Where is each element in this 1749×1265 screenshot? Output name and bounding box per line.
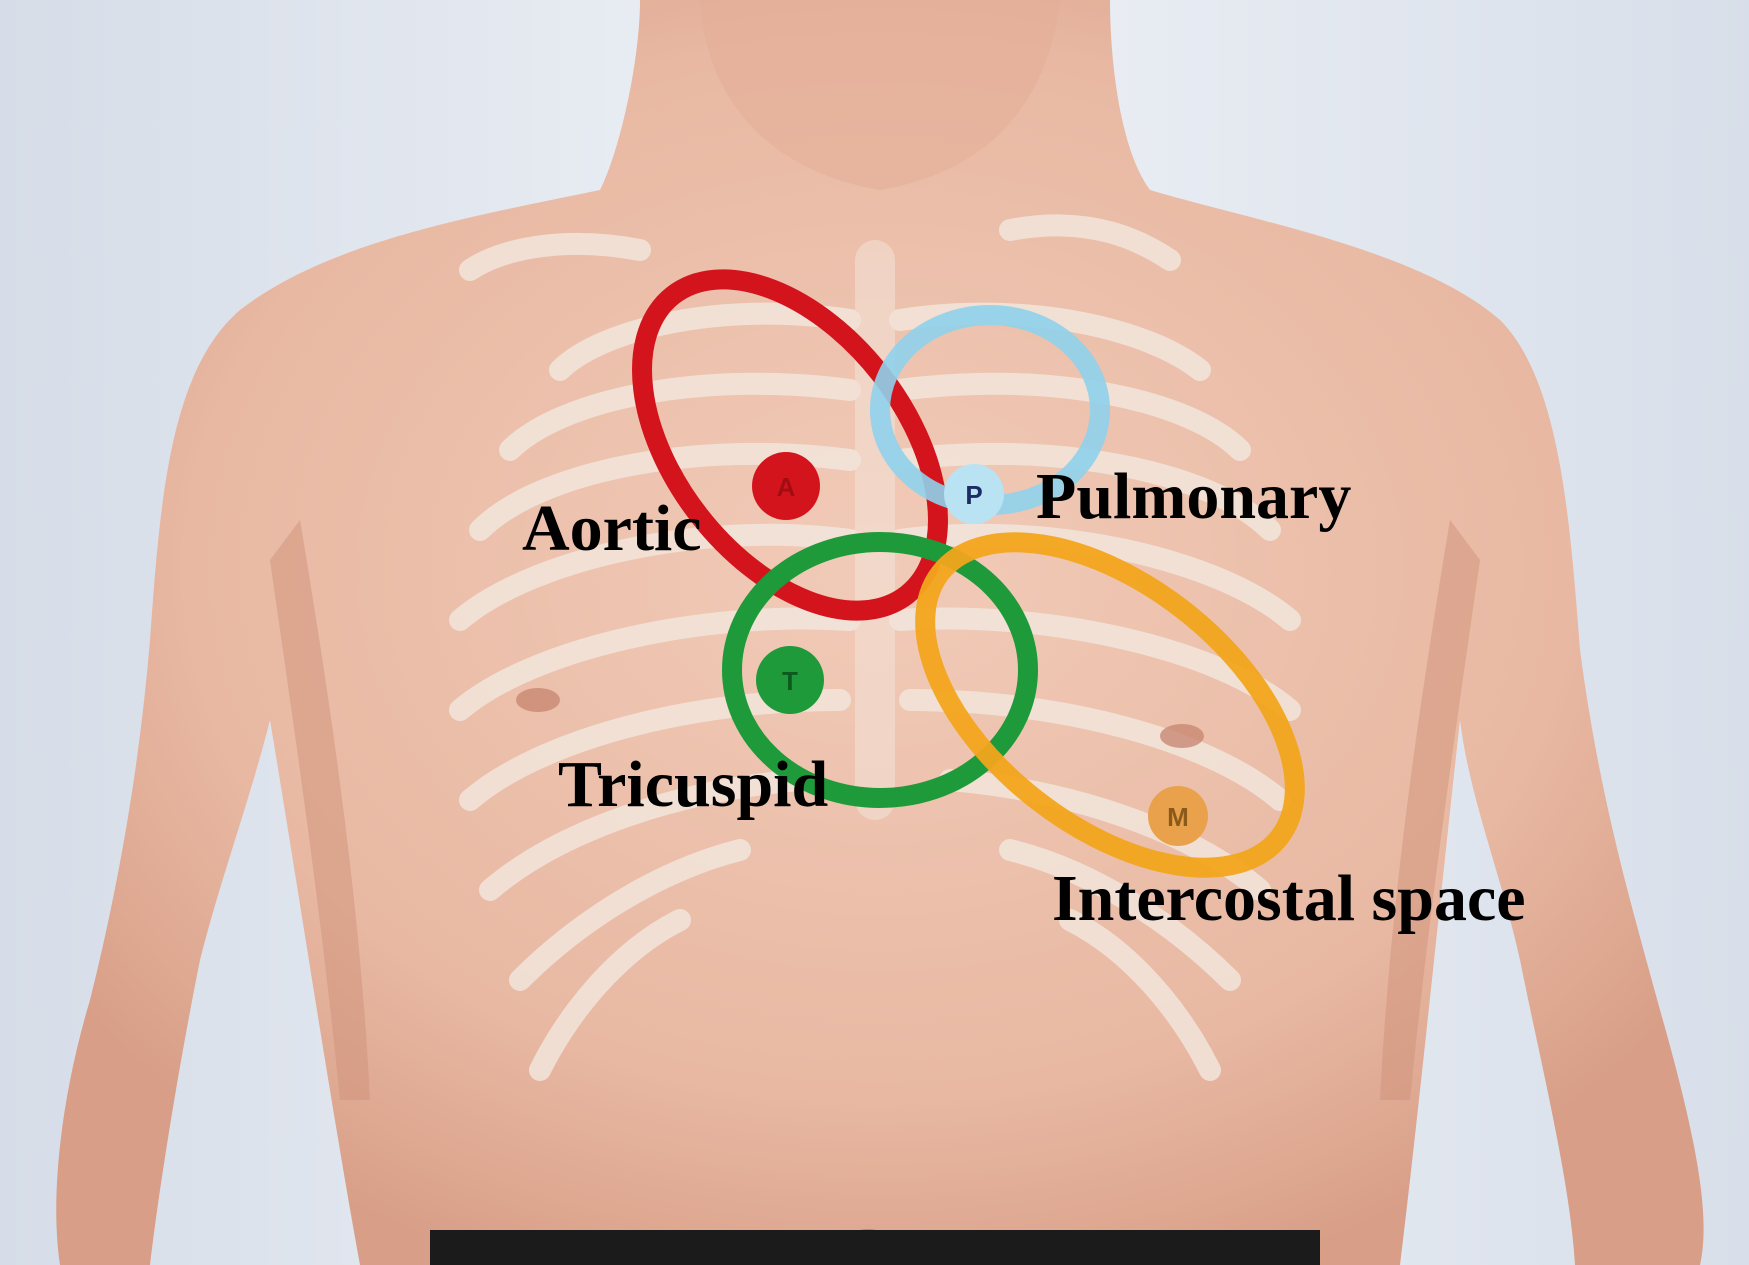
pulmonary-label: Pulmonary [1036,464,1351,530]
waistband [430,1230,1320,1265]
intercostal-space-label: Intercostal space [1052,866,1526,932]
mitral-marker-letter: M [1167,802,1189,832]
aortic-label: Aortic [522,496,702,562]
mitral-marker: M [1148,786,1208,846]
right-nipple [1160,724,1204,748]
left-nipple [516,688,560,712]
tricuspid-marker: T [756,646,824,714]
pulmonary-marker-letter: P [965,480,982,510]
aortic-marker-letter: A [777,472,796,502]
aortic-marker: A [752,452,820,520]
tricuspid-label: Tricuspid [558,752,828,818]
pulmonary-marker: P [944,464,1004,524]
tricuspid-marker-letter: T [782,666,798,696]
